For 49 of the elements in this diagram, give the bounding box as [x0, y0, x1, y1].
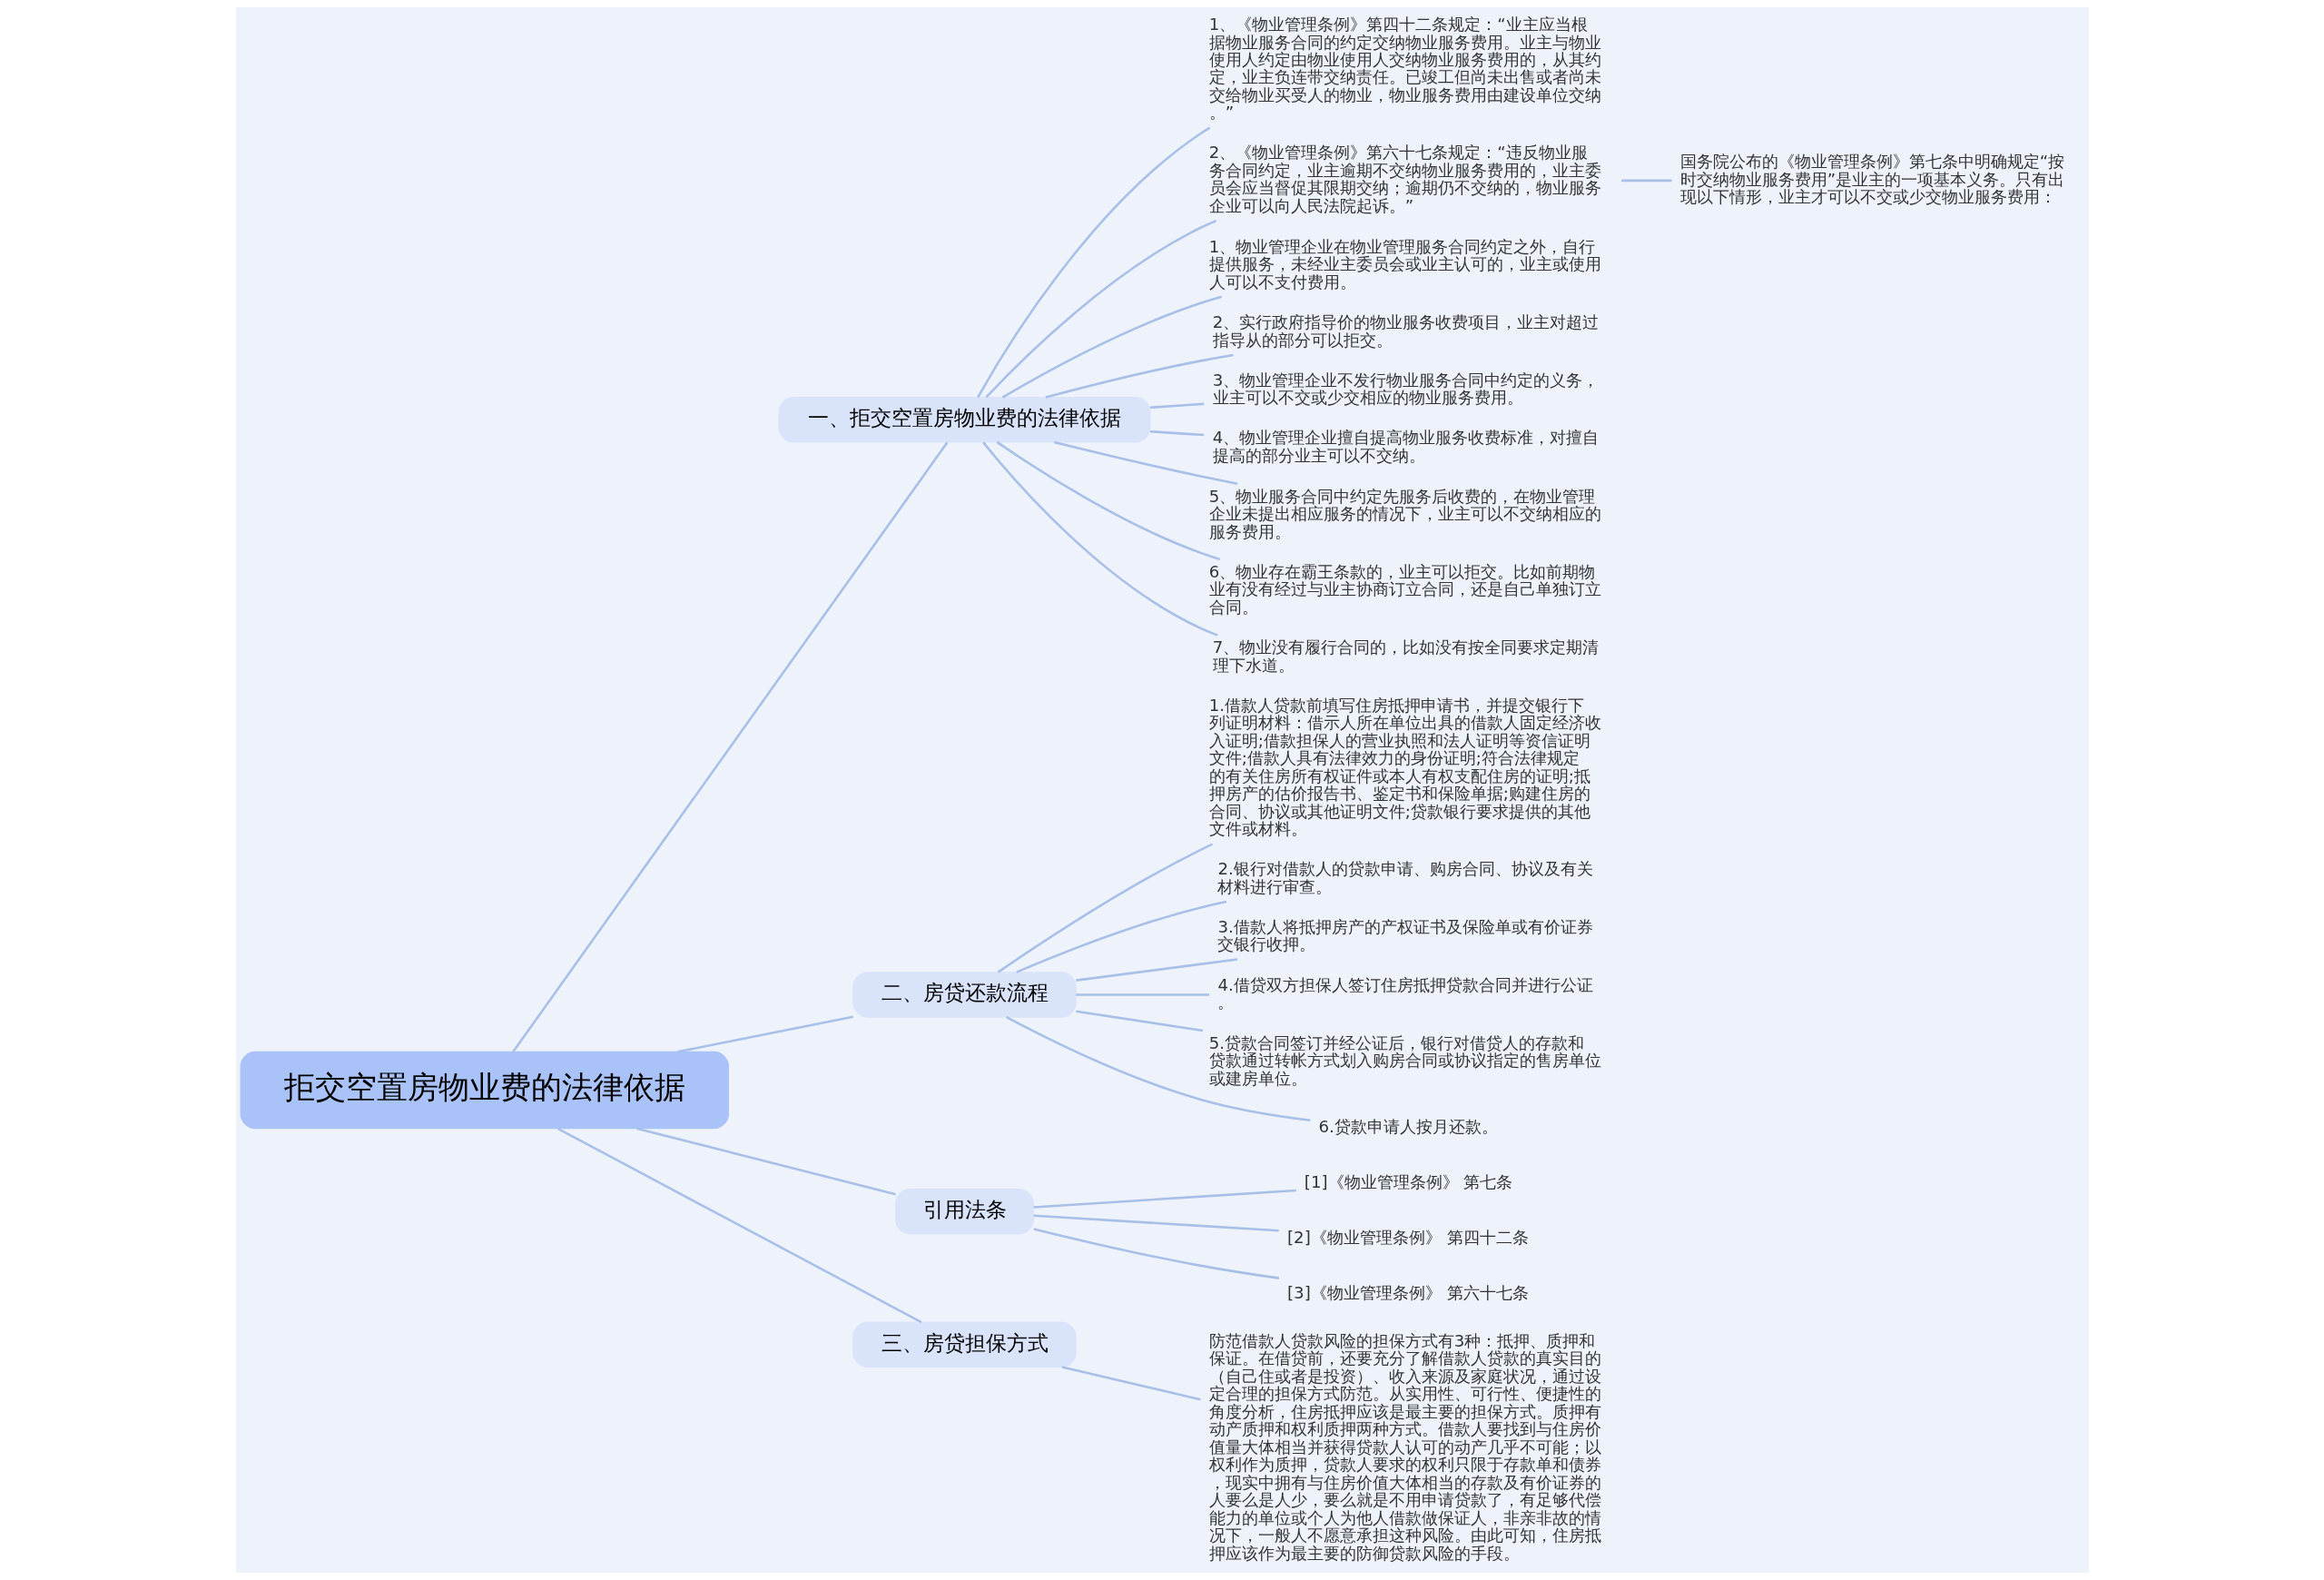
connector — [1053, 440, 1237, 486]
node-box: 一、拒交空置房物业费的法律依据 — [778, 396, 1151, 443]
node-text: 2.银行对借款人的贷款申请、购房合同、协议及有关材料进行审查。 — [1216, 859, 1593, 896]
node-text: 2、实行政府指导价的物业服务收费项目，业主对超过指导从的部分可以拒交。 — [1212, 312, 1599, 350]
connector — [1005, 1016, 1310, 1121]
node-text: 2、《物业管理条例》第六十七条规定：“违反物业服务合同约定，业主逾期不交纳物业服务费用的，业主委员会应当督促其限期交纳；逾期仍不交纳的，物业服务企业可以向人民法院起诉。” — [1208, 143, 1601, 215]
connector — [1061, 1366, 1201, 1401]
node-text: 4、物业管理企业擅自提高物业服务收费标准，对擅自提高的部分业主可以不交纳。 — [1212, 428, 1599, 465]
connector — [1033, 1189, 1296, 1209]
node-text: 6、物业存在霸王条款的，业主可以拒交。比如前期物业有没有经过与业主协商订立合同，还是自己单独订立合同。 — [1208, 561, 1601, 617]
connector — [996, 440, 1220, 561]
connector — [1075, 993, 1209, 996]
node-text: 3.借款人将抵押房产的产权证书及保险单或有价证券交银行收押。 — [1216, 916, 1593, 954]
connector — [676, 1015, 853, 1053]
node-text: 5.贷款合同签订并经公证后，银行对借贷人的存款和贷款通过转帐方式划入购房合同或协议指定的售房单位或建房单位。 — [1208, 1032, 1601, 1088]
node-box: 拒交空置房物业费的法律依据 — [240, 1051, 729, 1130]
connector — [1149, 430, 1204, 437]
node-box: 引用法条 — [894, 1188, 1034, 1235]
node-box: 三、房贷担保方式 — [852, 1321, 1077, 1368]
connector — [985, 219, 1216, 399]
node-text: 国务院公布的《物业管理条例》第七条中明确规定“按时交纳物业服务费用”是业主的一项基本义务。只有出现以下情形，业主才可以不交或少交物业服务费用： — [1679, 152, 2064, 207]
node-text: 1、《物业管理条例》第四十二条规定：“业主应当根据物业服务合同的约定交纳物业服务费用。业主与物业使用人约定由物业使用人交纳物业服务费用的，从其约定，业主负连带交纳责任。已竣工但尚未出售或者尚未交给物业买受人的物业，物业服务费用由建设单位交纳。” — [1208, 15, 1601, 123]
connector — [556, 1127, 921, 1324]
connector — [1001, 295, 1222, 399]
node-text: [1]《物业管理条例》 第七条 — [1304, 1171, 1512, 1191]
node-text: 1.借款人贷款前填写住房抵押申请书，并提交银行下列证明材料：借示人所在单位出具的借款人固定经济收入证明;借款担保人的营业执照和法人证明等资信证明文件;借款人具有法律效力的身份证明;符合法律规定的有关住房所有权证件或本人有权支配住房的证明;抵押房产的估价报告书、鉴定书和保险单据;购建住房的合同、协议或其他证明文件;贷款银行要求提供的其他文件或材料。 — [1208, 696, 1601, 839]
connector — [1015, 900, 1226, 973]
connector — [976, 126, 1210, 399]
node-text: [3]《物业管理条例》 第六十七条 — [1286, 1282, 1529, 1302]
node-text: 1、物业管理企业在物业管理服务合同约定之外，自行提供服务，未经业主委员会或业主认可的，业主或使用人可以不支付费用。 — [1208, 236, 1601, 291]
connector — [1033, 1214, 1279, 1232]
connector — [1075, 958, 1237, 982]
connector — [1620, 179, 1671, 183]
node-text: 防范借款人贷款风险的担保方式有3种：抵押、质押和保证。在借贷前，还要充分了解借款人贷款的真实目的（自己住或者是投资）、收入来源及家庭状况，通过设定合理的担保方式防范。从实用性、可行性、便捷性的角度分析，住房抵押应该是最主要的担保方式。质押有动产质押和权利质押两种方式。借款人要找到与住房价值量大体相当并获得贷款人认可的动产几乎不可能；以权利作为质押，贷款人要求的权利只限于存款单和债券，现实中拥有与住房价值大体相当的存款及有价证券的人要么是人少，要么就是不用申请贷款了，有足够代偿能力的单位或个人为他人借款做保证人，非亲非故的情况下，一般人不愿意承担这种风险。由此可知，住房抵押应该作为最主要的防御贷款风险的手段。 — [1208, 1331, 1601, 1563]
node-text: [2]《物业管理条例》 第四十二条 — [1286, 1227, 1529, 1247]
connector — [1075, 1010, 1203, 1032]
connector — [1149, 402, 1204, 410]
connector — [1045, 353, 1234, 399]
node-text: 4.借贷双方担保人签订住房抵押贷款合同并进行公证。 — [1216, 974, 1593, 1012]
node-text: 7、物业没有履行合同的，比如没有按全同要求定期清理下水道。 — [1212, 637, 1599, 675]
node-box: 二、房贷还款流程 — [852, 972, 1077, 1018]
connector — [981, 441, 1218, 637]
node-text: 5、物业服务合同中约定先服务后收费的，在物业管理企业未提出相应服务的情况下，业主可以不交纳相应的服务费用。 — [1208, 486, 1601, 541]
connector — [511, 441, 949, 1052]
node-text: 6.贷款申请人按月还款。 — [1317, 1116, 1498, 1136]
node-text: 3、物业管理企业不发行物业服务合同中约定的义务，业主可以不交或少交相应的物业服务费用。 — [1212, 370, 1599, 408]
connector — [1032, 1228, 1279, 1279]
connector — [997, 843, 1213, 973]
connector — [635, 1127, 896, 1196]
